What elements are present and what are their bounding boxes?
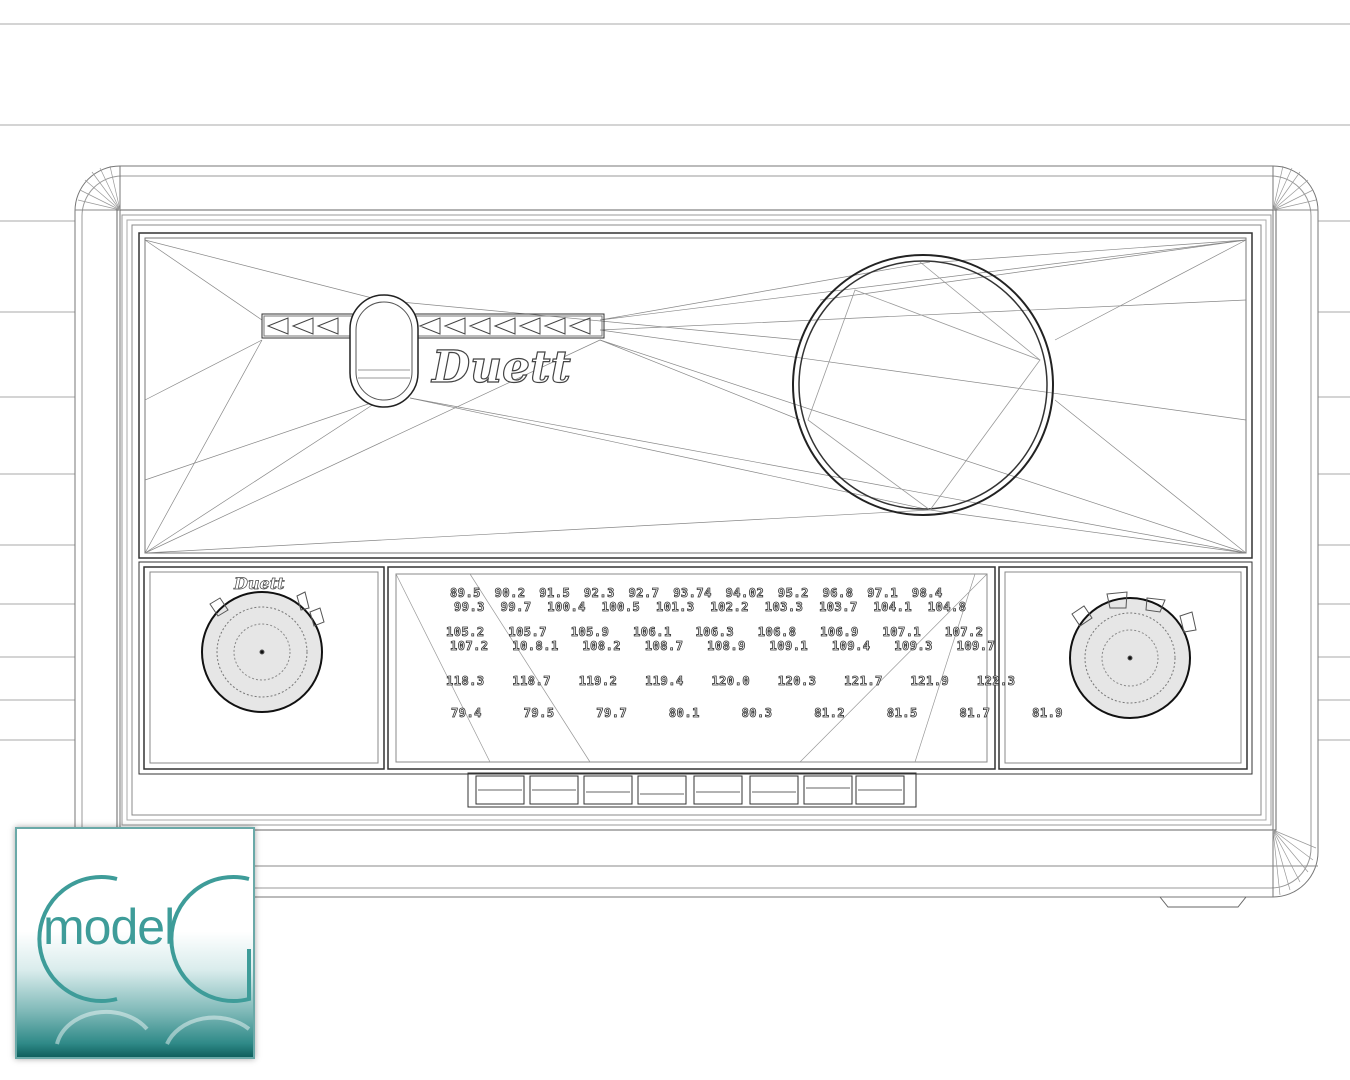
preset-button-7 bbox=[803, 775, 853, 805]
front-bezel bbox=[116, 209, 1277, 831]
brand-script-duett: Duett bbox=[431, 341, 571, 393]
indicator-bar bbox=[261, 294, 605, 408]
freq-row-5: 118.3 118.7 119.2 119.4 120.0 120.3 121.… bbox=[446, 674, 1016, 689]
preset-button-3 bbox=[583, 775, 633, 805]
speaker-ring bbox=[792, 254, 1054, 516]
preset-button-2 bbox=[529, 775, 579, 805]
preset-button-4 bbox=[637, 775, 687, 805]
cgmodel-watermark-logo: model bbox=[15, 827, 255, 1059]
freq-row-1: 89.5 90.2 91.5 92.3 92.7 93.74 94.02 95.… bbox=[450, 586, 943, 601]
freq-row-3: 105.2 105.7 105.9 106.1 106.3 106.8 106.… bbox=[446, 625, 984, 640]
preset-button-5 bbox=[693, 775, 743, 805]
freq-row-4: 107.2 10.8.1 108.2 108.7 108.9 109.1 109… bbox=[450, 639, 996, 654]
background-guides bbox=[0, 23, 1350, 741]
triangle-markers bbox=[266, 317, 591, 335]
cabinet-foot bbox=[1159, 896, 1247, 908]
freq-row-6: 79.4 79.5 79.7 80.1 80.3 81.2 81.5 81.7 … bbox=[451, 706, 1064, 721]
lower-panels bbox=[138, 561, 1253, 775]
preset-button-6 bbox=[749, 775, 799, 805]
small-script-label: Duett bbox=[234, 574, 285, 594]
right-knob bbox=[1069, 591, 1197, 719]
preset-button-1 bbox=[475, 775, 525, 805]
cg-letters-icon bbox=[37, 875, 251, 1045]
corner-fans bbox=[77, 165, 1317, 896]
left-knob bbox=[201, 591, 325, 713]
freq-row-2: 99.3 99.7 100.4 100.5 101.3 102.2 103.3 … bbox=[454, 600, 967, 615]
upper-panel-mesh bbox=[144, 239, 1247, 554]
preset-button-row bbox=[467, 772, 917, 808]
preset-button-8 bbox=[855, 775, 905, 805]
watermark-word: model bbox=[43, 899, 175, 955]
